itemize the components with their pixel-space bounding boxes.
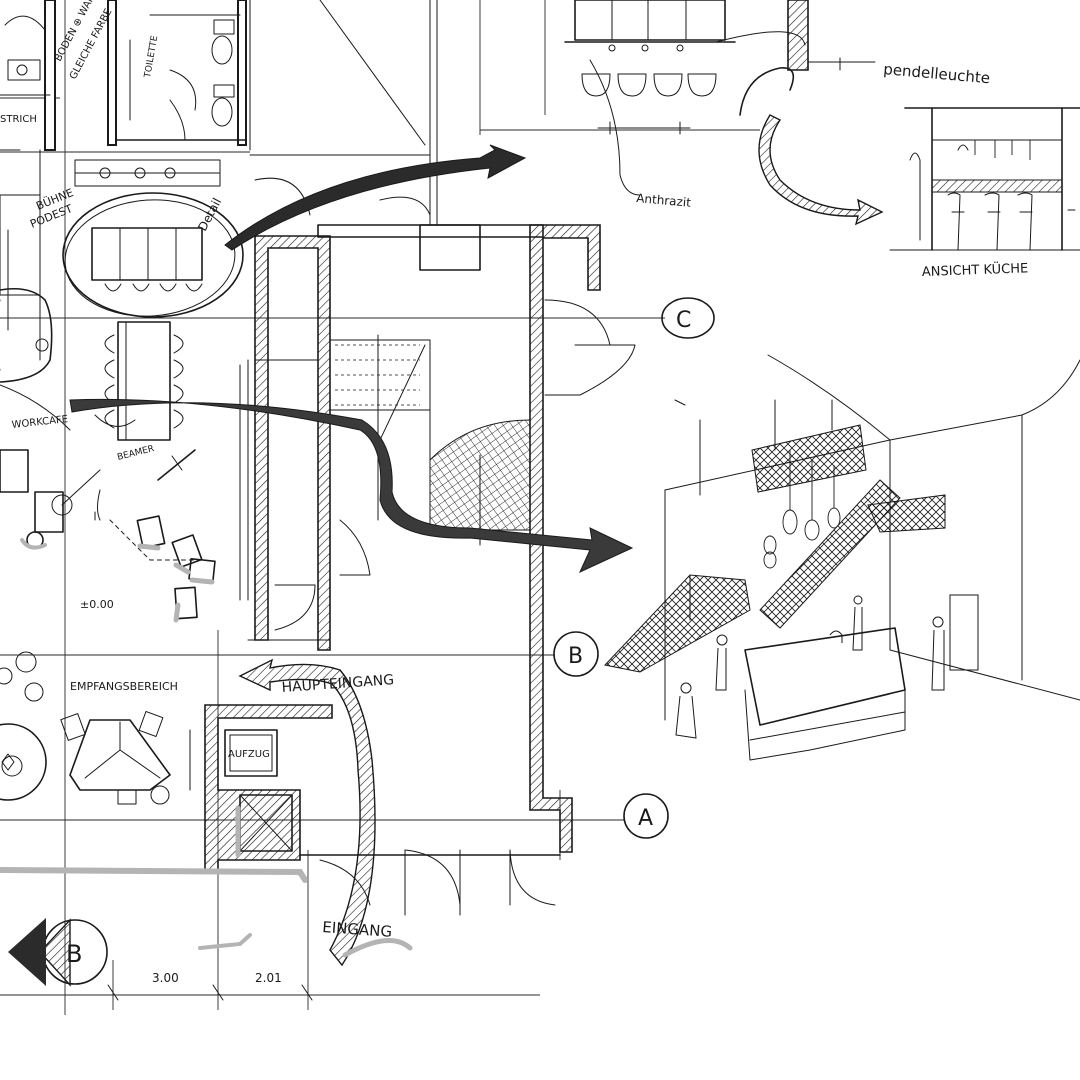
label-beamer: BEAMER [116,444,155,463]
axis-a-label: A [638,806,653,831]
central-core [239,0,636,853]
kitchen-plan [564,0,876,196]
reception-area [0,651,191,805]
label-aufzug: AUFZUG [228,749,270,760]
toilet-rooms [0,0,247,201]
dimension-line [107,984,313,1001]
lounge-beamer-area [0,419,241,623]
elevator-core [0,704,333,883]
label-estrich: STRICH [0,114,37,125]
entrance-doors [299,849,561,916]
stage-podest [0,149,71,431]
circulation-arrows [69,67,884,967]
label-empfang: EMPFANGSBEREICH [70,680,178,693]
label-ansicht-kueche: ANSICHT KÜCHE [922,259,1029,280]
label-haupteingang: HAUPTEINGANG [281,672,394,696]
axis-c-circle [661,297,715,339]
dim-3-00: 3.00 [152,971,179,985]
perspective-sketch [604,354,1080,761]
label-workcafe: WORKCAFE [11,414,68,431]
kitchen-elevation [889,107,1080,251]
label-anthrazit: Anthrazit [636,191,692,210]
axis-b-circle [553,631,599,677]
dim-2-01: 2.01 [255,971,282,985]
label-level-zero: ±0.00 [80,598,114,611]
label-toilette: TOILETTE [143,35,160,80]
grid-lines [0,0,760,1015]
detail-table-ellipse [62,192,244,318]
axis-b-label: B [568,644,583,669]
axis-markers [8,297,715,987]
label-pendelleuchte: pendelleuchte [883,60,991,87]
workcafe-table [94,321,184,441]
label-eingang: EINGANG [322,918,393,941]
axis-a-circle [623,793,669,839]
axis-c-label: C [676,308,691,333]
section-b-label: B [66,940,82,968]
